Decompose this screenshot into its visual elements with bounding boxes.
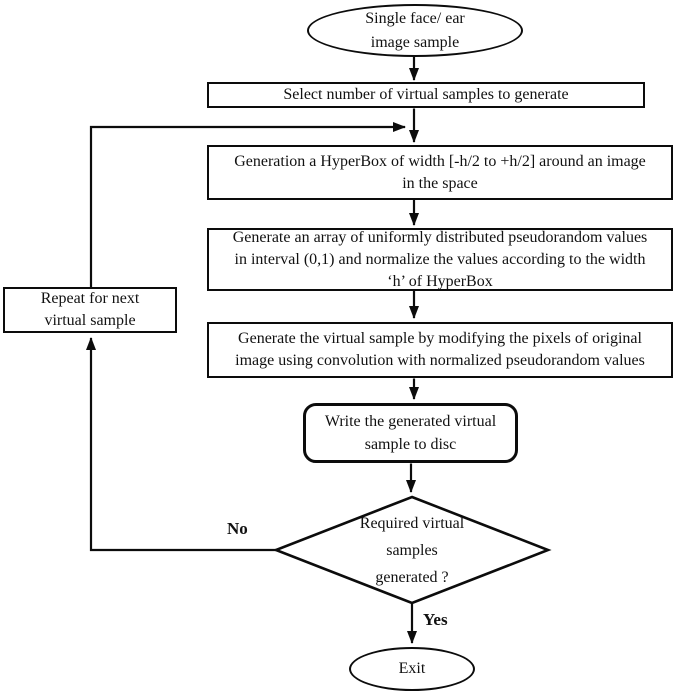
write-to-disc-label-line: sample to disc: [364, 436, 457, 453]
decision-label-line: Required virtual: [359, 515, 465, 532]
arrow-decision-no-to-repeat: [86, 337, 277, 552]
decision-diamond-shape: [272, 495, 552, 605]
repeat-label-line: Repeat for next: [40, 290, 140, 307]
convolution-process-node: Generate the virtual sample by modifying…: [207, 322, 673, 378]
decision-label-line: generated ?: [375, 569, 449, 586]
start-label-line: image sample: [370, 33, 460, 51]
start-label-line: Single face/ ear: [365, 9, 465, 27]
write-to-disc-label-line: Write the generated virtual: [324, 413, 497, 430]
convolution-label-line: Generate the virtual sample by modifying…: [238, 330, 642, 347]
yes-branch-label: Yes: [423, 610, 448, 629]
exit-terminator-node: Exit: [349, 647, 475, 691]
write-to-disc-process-node: Write the generated virtual sample to di…: [303, 403, 518, 463]
pseudorandom-label-line: ‘h’ of HyperBox: [387, 272, 493, 290]
hyperbox-label-line: Generation a HyperBox of width [-h/2 to …: [234, 152, 646, 170]
start-terminator-node: Single face/ ear image sample: [307, 4, 523, 57]
repeat-loop-node: Repeat for next virtual sample: [3, 287, 177, 333]
no-branch-label: No: [227, 519, 248, 538]
pseudorandom-label-line: Generate an array of uniformly distribut…: [232, 228, 648, 246]
pseudorandom-process-node: Generate an array of uniformly distribut…: [207, 228, 673, 291]
pseudorandom-label-line: in interval (0,1) and normalize the valu…: [234, 250, 646, 268]
hyperbox-process-node: Generation a HyperBox of width [-h/2 to …: [207, 145, 673, 200]
convolution-label-line: image using convolution with normalized …: [235, 352, 645, 369]
select-samples-process-node: Select number of virtual samples to gene…: [207, 82, 645, 108]
repeat-label-line: virtual sample: [44, 312, 136, 329]
hyperbox-label-line: in the space: [402, 174, 478, 192]
decision-label-line: samples: [386, 542, 438, 559]
exit-label-line: Exit: [398, 660, 426, 677]
decision-label: Required virtual samples generated ?: [316, 509, 508, 592]
select-samples-label-line: Select number of virtual samples to gene…: [283, 86, 569, 103]
arrow-repeat-to-main-flow: [89, 122, 406, 287]
